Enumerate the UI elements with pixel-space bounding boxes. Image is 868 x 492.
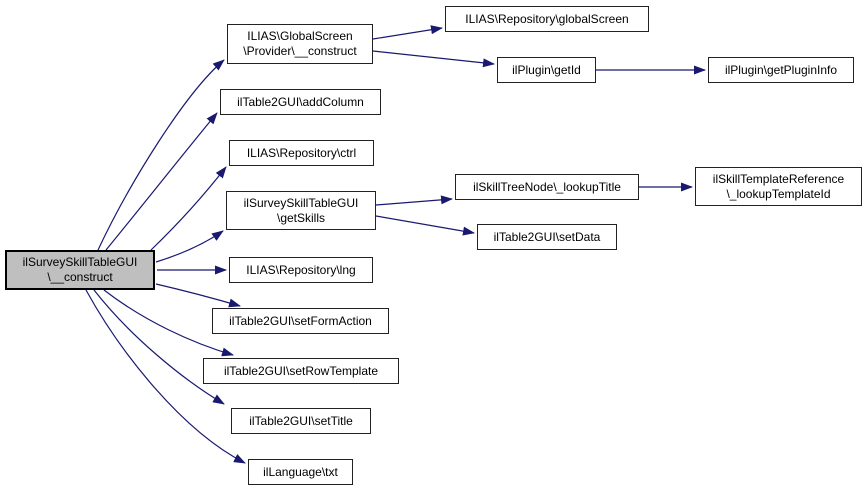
node-label: \__construct (47, 270, 113, 284)
edge-construct-to-setrowtemplate (103, 289, 234, 357)
edge-construct-to-settitle (93, 289, 225, 405)
node-label: ilSkillTreeNode\_lookupTitle (473, 179, 621, 194)
edge-provider-to-globalscreen (372, 25, 443, 40)
node-label: ilSkillTemplateReference (712, 171, 845, 186)
node-label: \getSkills (276, 210, 326, 225)
edge-construct-to-provider-construct (97, 59, 225, 251)
node-label: ilLanguage\txt (263, 464, 338, 479)
node-ilsurveyskilltablegui-getskills[interactable]: ilSurveySkillTableGUI \getSkills (226, 191, 376, 230)
node-label: ilTable2GUI\setFormAction (229, 313, 372, 328)
node-ilsurveyskilltablegui-construct: ilSurveySkillTableGUI \__construct (5, 250, 155, 290)
node-illanguage-txt[interactable]: ilLanguage\txt (248, 459, 353, 485)
node-ilias-globalscreen-provider-construct[interactable]: ILIAS\GlobalScreen \Provider\__construct (227, 24, 373, 64)
edge-construct-to-addcolumn (105, 112, 218, 251)
node-label: ilTable2GUI\setRowTemplate (223, 363, 379, 378)
edge-construct-to-ctrl (150, 166, 227, 251)
edge-construct-to-getskills (155, 230, 224, 263)
node-label: \Provider\__construct (243, 44, 357, 58)
node-label: ilTable2GUI\setTitle (249, 413, 353, 428)
node-label: ILIAS\Repository\globalScreen (465, 11, 629, 26)
node-label: ilPlugin\getId (512, 62, 581, 77)
node-ilias-repository-ctrl[interactable]: ILIAS\Repository\ctrl (229, 140, 374, 166)
node-label: ilSurveySkillTableGUI (22, 255, 138, 269)
edge-getskills-to-lookuptitle (375, 195, 453, 206)
edge-construct-to-setformaction (155, 283, 241, 308)
node-label: ILIAS\Repository\lng (246, 262, 356, 277)
node-label: \_lookupTemplateId (726, 186, 831, 201)
node-label: ILIAS\GlobalScreen (247, 29, 353, 43)
node-label: ilSurveySkillTableGUI (243, 195, 359, 210)
node-ilplugin-getid[interactable]: ilPlugin\getId (497, 57, 596, 83)
node-label: ilTable2GUI\setData (493, 229, 601, 244)
node-ilias-repository-globalscreen[interactable]: ILIAS\Repository\globalScreen (445, 6, 649, 32)
node-ilplugin-getplugininfo[interactable]: ilPlugin\getPluginInfo (708, 57, 854, 83)
node-ilskilltreenode-lookuptitle[interactable]: ilSkillTreeNode\_lookupTitle (455, 174, 639, 200)
node-iltable2gui-settitle[interactable]: ilTable2GUI\setTitle (231, 408, 371, 434)
edge-construct-to-txt (85, 289, 246, 464)
node-ilias-repository-lng[interactable]: ILIAS\Repository\lng (229, 257, 373, 283)
node-label: ILIAS\Repository\ctrl (246, 145, 357, 160)
node-ilskilltemplatereference-lookuptemplateid[interactable]: ilSkillTemplateReference \_lookupTemplat… (695, 167, 862, 206)
node-iltable2gui-setdata[interactable]: ilTable2GUI\setData (477, 224, 617, 250)
edge-getskills-to-setdata (375, 215, 475, 236)
node-iltable2gui-addcolumn[interactable]: ilTable2GUI\addColumn (220, 89, 381, 115)
node-iltable2gui-setrowtemplate[interactable]: ilTable2GUI\setRowTemplate (203, 358, 399, 384)
node-label: ilTable2GUI\addColumn (237, 94, 364, 109)
node-label: ilPlugin\getPluginInfo (724, 62, 838, 77)
node-iltable2gui-setformaction[interactable]: ilTable2GUI\setFormAction (212, 308, 389, 334)
edge-provider-to-getid (372, 50, 495, 68)
